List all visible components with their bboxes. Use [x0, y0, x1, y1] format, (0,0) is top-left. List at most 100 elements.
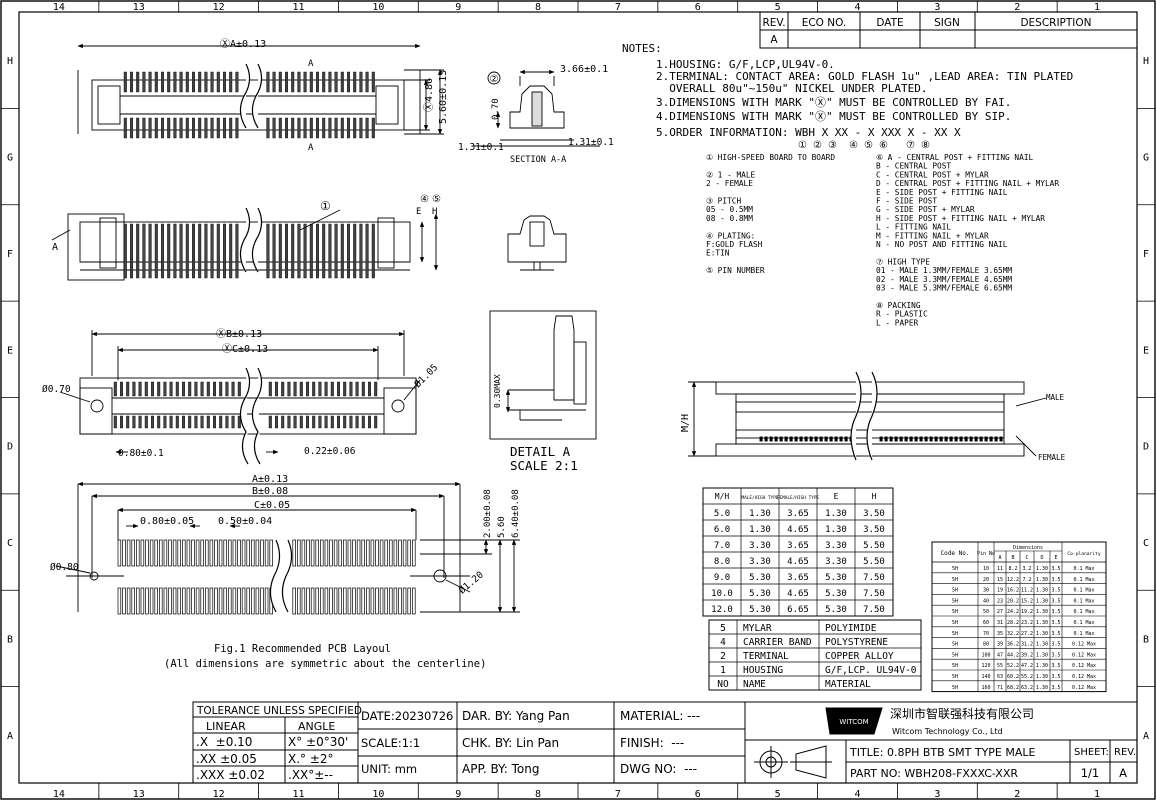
pin-mark — [204, 117, 208, 139]
pcb-pad — [209, 587, 214, 615]
pcb-dim-C: C±0.05 — [254, 500, 290, 511]
section-mark-bottom: A — [308, 143, 314, 153]
bom-cell: TERMINAL — [743, 651, 789, 662]
pin-mark — [225, 381, 229, 397]
code-table-cell: 3.5 — [1051, 566, 1060, 572]
zone-right-label: A — [1143, 731, 1149, 742]
zone-left-label: H — [7, 56, 13, 67]
pin-mark — [343, 381, 347, 397]
height-table-cell: 1.30 — [749, 509, 771, 519]
pcb-pad — [329, 539, 333, 567]
pcb-caption-1: Fig.1 Recommended PCB Layoul — [214, 643, 391, 655]
pcb-pad — [159, 587, 163, 615]
pcb-dim-050: 0.50±0.04 — [218, 516, 272, 527]
order-right-line: 03 - MALE 5.3MM/FEMALE 6.65MM — [876, 284, 1012, 293]
pin-mark — [138, 381, 142, 397]
bom-cell: MATERIAL — [825, 679, 871, 690]
pin-mark — [371, 223, 375, 279]
pin-mark — [291, 223, 295, 279]
pcb-dim-B: B±0.08 — [252, 486, 288, 497]
code-table-cell: 27 — [997, 609, 1003, 615]
dim-w022: 0.22±0.06 — [304, 446, 356, 457]
order-left-line: E:TIN — [706, 249, 730, 258]
dim-pitch080: 0.80±0.1 — [118, 448, 164, 459]
tb-checked-by: CHK. BY: Lin Pan — [462, 736, 559, 750]
code-table-cell: 47.2 — [1021, 663, 1033, 669]
dim-B: ⓍB±0.13 — [216, 328, 262, 340]
pin-mark — [144, 381, 148, 397]
pin-mark — [999, 436, 1003, 442]
pin-mark — [266, 117, 270, 139]
pcb-pad — [228, 539, 232, 567]
order-right-line: R - PLASTIC — [876, 310, 928, 319]
pin-mark — [355, 381, 359, 397]
pin-mark — [129, 223, 133, 279]
height-table-cell: 3.30 — [825, 541, 847, 551]
end-view — [507, 215, 567, 271]
zone-bottom-label: 10 — [372, 789, 384, 800]
pin-mark — [210, 117, 214, 139]
code-table-cell: 35 — [997, 631, 1003, 637]
pin-mark — [324, 415, 328, 429]
pin-mark — [316, 223, 320, 279]
tb-dwg-no: DWG NO: --- — [620, 762, 697, 776]
pin-mark — [949, 436, 953, 442]
pcb-dim-200: 2.00±0.08 — [483, 489, 493, 538]
pcb-pad — [241, 587, 246, 615]
pin-mark — [169, 415, 173, 429]
pcb-pad — [140, 539, 145, 567]
order-right-line: C - CENTRAL POST + MYLAR — [876, 170, 989, 179]
tb-tol-angle-3: .XX°±-- — [288, 768, 333, 782]
code-table-cell: 30 — [983, 588, 989, 594]
zone-top-label: 9 — [455, 2, 461, 13]
code-table-cell: 3.5 — [1051, 588, 1060, 594]
pcb-dim-A: A±0.13 — [252, 474, 288, 485]
height-table-header: FEMALE/HIGH TYPE — [777, 495, 820, 501]
detail-leader-A: A — [52, 242, 58, 253]
pin-mark — [157, 415, 161, 429]
pin-mark — [303, 71, 307, 93]
pin-mark — [163, 381, 167, 397]
pcb-pad — [205, 539, 209, 567]
pin-mark — [340, 117, 344, 139]
tb-tol-linear-2: .XX ±0.05 — [196, 752, 257, 766]
pin-mark — [185, 71, 189, 93]
pin-mark — [160, 223, 164, 279]
pcb-pad — [232, 587, 237, 615]
pin-mark — [929, 436, 933, 442]
pin-mark — [944, 436, 948, 442]
pin-mark — [138, 415, 142, 429]
pin-mark — [939, 436, 943, 442]
pin-mark — [210, 223, 214, 279]
zone-left-label: D — [7, 442, 13, 453]
bom-cell: MYLAR — [743, 623, 772, 634]
pcb-pad — [398, 587, 402, 615]
pcb-pad — [159, 539, 163, 567]
tb-angle: ANGLE — [298, 720, 335, 733]
pcb-pad — [402, 539, 407, 567]
pcb-pad — [393, 587, 398, 615]
height-table-cell: 5.50 — [863, 541, 885, 551]
code-table-header: A — [998, 555, 1001, 561]
pcb-pad — [186, 587, 191, 615]
code-table-cell: 3.5 — [1051, 663, 1060, 669]
note-4: 4.DIMENSIONS WITH MARK "Ⓧ" MUST BE CONTR… — [656, 110, 1011, 123]
pcb-pad — [145, 539, 149, 567]
pin-mark — [889, 436, 893, 442]
tb-material: MATERIAL: --- — [620, 709, 700, 723]
pcb-pad — [195, 587, 200, 615]
code-table-cell: 0.1 Max — [1073, 631, 1094, 637]
zone-left-label: A — [7, 731, 13, 742]
pcb-pad — [264, 587, 269, 615]
code-table-cell: 0.1 Max — [1073, 609, 1094, 615]
pcb-pad — [251, 539, 255, 567]
pin-mark — [191, 223, 195, 279]
callout-1: ① — [320, 199, 331, 213]
pin-mark — [879, 436, 883, 442]
pcb-pad — [361, 539, 365, 567]
code-table-cell: 23.2 — [1021, 620, 1033, 626]
code-table-cell: 47 — [997, 652, 1003, 658]
code-table-cell: 63.2 — [1021, 685, 1033, 691]
order-left-line: 08 - 0.8MM — [706, 214, 753, 223]
